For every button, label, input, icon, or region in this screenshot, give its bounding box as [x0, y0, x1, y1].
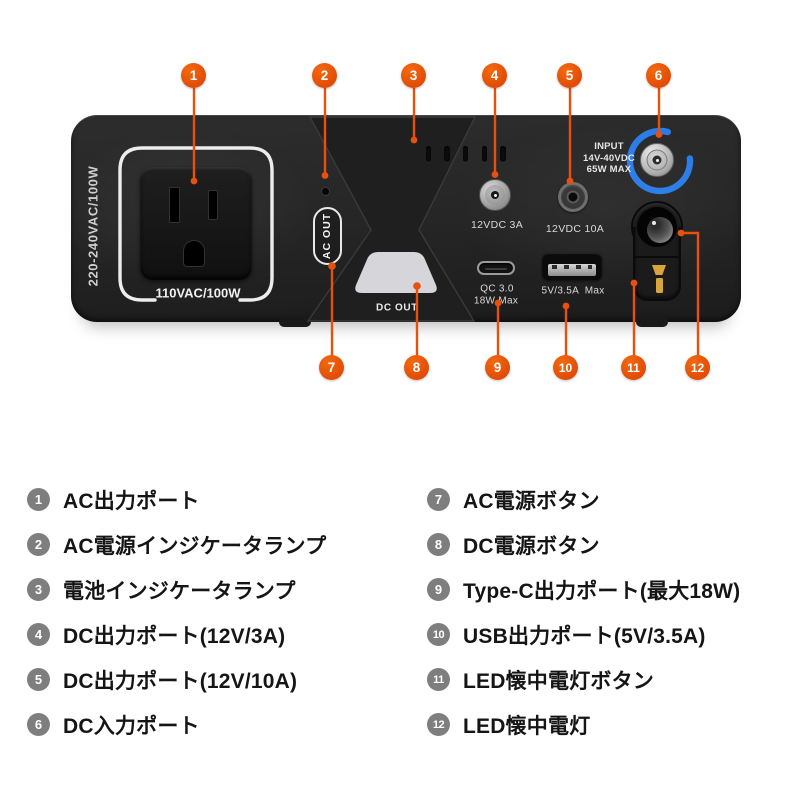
port-hole	[566, 190, 580, 204]
legend-number-badge: 9	[427, 578, 450, 601]
flashlight-lens	[647, 217, 673, 243]
ac-power-button-label: AC OUT	[321, 212, 333, 260]
legend-number-badge: 6	[27, 713, 50, 736]
panel-facet-seams	[306, 116, 477, 322]
legend-item-2: 2 AC電源インジケータランプ	[27, 522, 326, 567]
legend-label: DC出力ポート(12V/10A)	[63, 669, 298, 693]
input-spec-line1: INPUT	[594, 140, 624, 152]
legend-item-11: 11 LED懐中電灯ボタン	[427, 657, 740, 702]
battery-indicator-vent	[481, 146, 488, 162]
outlet-neutral-slot	[169, 187, 180, 223]
dc-output-port-12v3a	[479, 179, 511, 211]
dc-input-port	[640, 143, 674, 177]
callout-10: 10	[553, 355, 578, 380]
battery-indicator-vent	[462, 146, 469, 162]
callout-5: 5	[557, 63, 582, 88]
callout-6: 6	[646, 63, 671, 88]
legend-number-badge: 7	[427, 488, 450, 511]
legend-item-8: 8 DC電源ボタン	[427, 522, 740, 567]
ac-power-button	[313, 207, 342, 265]
usb-pins	[552, 265, 592, 269]
type-c-label-line1: QC 3.0	[480, 283, 514, 295]
legend-item-5: 5 DC出力ポート(12V/10A)	[27, 657, 326, 702]
legend-label: AC電源ボタン	[463, 489, 600, 513]
flashlight-button-divider	[634, 256, 680, 258]
callout-9: 9	[485, 355, 510, 380]
dc-port-10a-label: 12VDC 10A	[545, 223, 605, 235]
battery-indicator-vent	[500, 146, 506, 162]
ac-outlet	[140, 167, 252, 280]
legend-number-badge: 5	[27, 668, 50, 691]
legend-number-badge: 8	[427, 533, 450, 556]
legend-number-badge: 4	[27, 623, 50, 646]
legend-label: LED懐中電灯	[463, 714, 591, 738]
callout-2: 2	[312, 63, 337, 88]
input-spec-label: INPUT 14V-40VDC 65W MAX	[583, 141, 635, 176]
input-spec-line3: 65W MAX	[586, 163, 632, 175]
dc-port-3a-label: 12VDC 3A	[470, 219, 524, 231]
panel-decorations	[118, 116, 694, 322]
callout-4: 4	[482, 63, 507, 88]
legend-item-9: 9 Type-C出力ポート(最大18W)	[427, 567, 740, 612]
legend-label: LED懐中電灯ボタン	[463, 669, 654, 693]
legend-item-4: 4 DC出力ポート(12V/3A)	[27, 612, 326, 657]
legend-label: DC入力ポート	[63, 714, 200, 738]
legend-right-column: 7 AC電源ボタン 8 DC電源ボタン 9 Type-C出力ポート(最大18W)…	[427, 477, 740, 747]
callout-11: 11	[621, 355, 646, 380]
power-station-front-panel: 220-240VAC/100W 110VAC/100W AC OUT DC OU…	[71, 115, 741, 327]
flashlight-icon-body	[655, 278, 663, 293]
legend-item-12: 12 LED懐中電灯	[427, 702, 740, 747]
legend-number-badge: 2	[27, 533, 50, 556]
port-glint	[494, 194, 497, 197]
ac-outlet-frame	[118, 146, 274, 302]
legend-label: AC電源インジケータランプ	[63, 534, 327, 558]
type-c-label-line2: 18W Max	[473, 295, 519, 307]
legend-item-3: 3 電池インジケータランプ	[27, 567, 326, 612]
outlet-voltage-vertical-label: 220-240VAC/100W	[85, 165, 101, 287]
legend-left-column: 1 AC出力ポート 2 AC電源インジケータランプ 3 電池インジケータランプ …	[27, 477, 326, 747]
legend-item-1: 1 AC出力ポート	[27, 477, 326, 522]
legend-number-badge: 10	[427, 623, 450, 646]
callout-1: 1	[181, 63, 206, 88]
legend-label: DC電源ボタン	[463, 534, 600, 558]
rubber-foot-left	[279, 317, 311, 327]
dc-out-button-label: DC OUT	[376, 302, 418, 314]
flashlight-icon	[652, 265, 666, 275]
legend-item-6: 6 DC入力ポート	[27, 702, 326, 747]
usb-label: 5V/3.5A Max	[541, 285, 605, 297]
outlet-live-slot	[208, 190, 218, 220]
legend-item-7: 7 AC電源ボタン	[427, 477, 740, 522]
battery-indicator-vent	[444, 146, 450, 162]
legend-number-badge: 1	[27, 488, 50, 511]
legend-label: 電池インジケータランプ	[63, 579, 296, 603]
legend-label: DC出力ポート(12V/3A)	[63, 624, 286, 648]
dc-output-port-12v10a	[558, 182, 588, 212]
outlet-ground-hole	[183, 240, 205, 267]
input-port-blue-ring	[626, 127, 694, 195]
legend-label: Type-C出力ポート(最大18W)	[463, 579, 741, 603]
port-glint	[656, 159, 659, 162]
battery-indicator-vent	[425, 146, 431, 162]
legend-number-badge: 11	[427, 668, 450, 691]
rubber-foot-right	[636, 317, 668, 327]
callout-8: 8	[404, 355, 429, 380]
callout-3: 3	[401, 63, 426, 88]
legend-label: USB出力ポート(5V/3.5A)	[463, 624, 706, 648]
flashlight-lens-glint	[652, 221, 656, 225]
outlet-wattage-label: 110VAC/100W	[155, 285, 241, 301]
type-c-tongue	[485, 267, 507, 270]
callout-7: 7	[319, 355, 344, 380]
usb-a-port	[542, 253, 602, 280]
type-c-port	[477, 261, 515, 275]
ac-power-indicator-led	[321, 187, 330, 196]
legend-item-10: 10 USB出力ポート(5V/3.5A)	[427, 612, 740, 657]
legend-number-badge: 12	[427, 713, 450, 736]
input-spec-line2: 14V-40VDC	[583, 152, 635, 164]
callout-12: 12	[685, 355, 710, 380]
legend-number-badge: 3	[27, 578, 50, 601]
legend-label: AC出力ポート	[63, 489, 200, 513]
